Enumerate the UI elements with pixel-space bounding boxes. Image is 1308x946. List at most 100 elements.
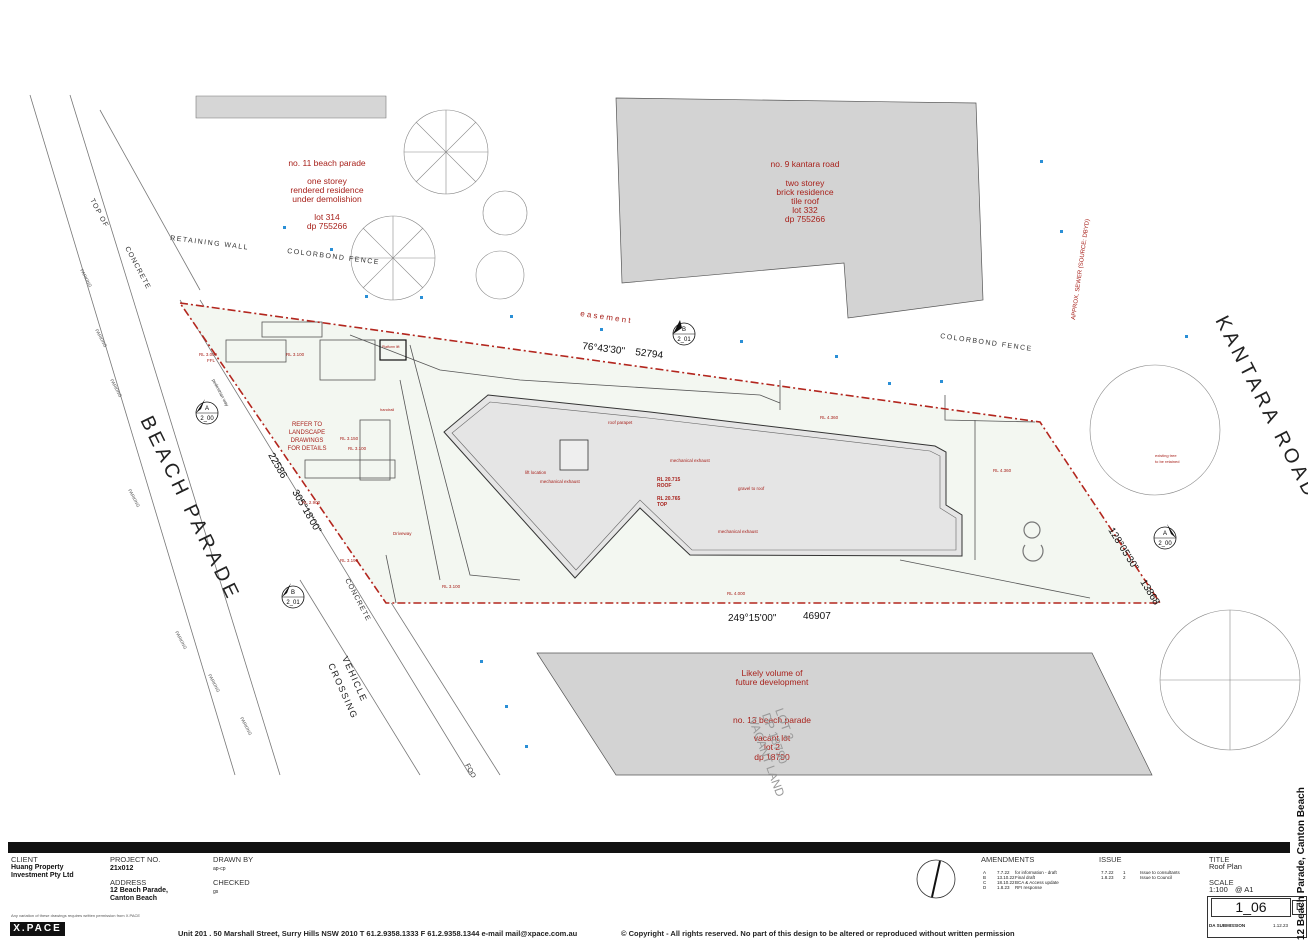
amendment-desc: RFI response — [1015, 885, 1043, 890]
east-lot-line-5: lot 332 — [792, 205, 818, 215]
section-marker-b-left[interactable]: B 2_01 — [281, 583, 305, 609]
handrail-label: handrail — [380, 407, 394, 412]
parking-4: PARKING — [127, 488, 141, 508]
issue-desc: Issue to consultants — [1140, 870, 1180, 875]
south-lot-line-6: dp 18790 — [754, 752, 790, 762]
parking-7: PARKING — [239, 716, 253, 736]
rl-d: RL 3.100 — [348, 446, 367, 451]
concrete-label-2: CONCRETE — [343, 578, 371, 623]
easement-label: e a s e m e n t — [580, 309, 632, 325]
client-value-1: Huang Property — [11, 864, 64, 871]
refer-landscape-4: FOR DETAILS — [288, 446, 327, 452]
south-lot-line-5: lot 2 — [764, 742, 780, 752]
rl-a: RL 3.000 — [199, 352, 218, 357]
amendment-date: 13.10.22 — [997, 875, 1015, 880]
foot-label: FOO — [463, 763, 477, 780]
project-no-label: PROJECT NO. — [110, 855, 161, 864]
amendment-desc: BCA & Access update — [1015, 880, 1059, 885]
site-paths — [225, 321, 1091, 604]
amendment-rev: C — [983, 880, 987, 885]
driveway-label: Driveway — [393, 531, 412, 536]
gravel-label: gravel to roof — [738, 486, 765, 491]
platform-lift-label: Platform lift — [382, 345, 400, 349]
north-lot-line-2: one storey — [307, 176, 347, 186]
vertical-project-title: 12 Beach Parade, Canton Beach — [1296, 787, 1307, 940]
amendment-date: 18.10.22 — [997, 880, 1015, 885]
client-value-2: Investment Pty Ltd — [11, 872, 74, 879]
section-b-left-sheet: 2_01 — [286, 600, 300, 606]
issue-no: 2 — [1123, 875, 1126, 880]
colorbond-fence-label-1: COLORBOND FENCE — [287, 248, 380, 266]
sheet-number: 1_06 — [1211, 898, 1291, 917]
rl-i: RL 4.360 — [820, 415, 839, 420]
roof-parapet-label: roof parapet — [608, 420, 633, 425]
north-length: 52794 — [635, 347, 664, 361]
accessible-symbol-icon — [1022, 521, 1044, 562]
south-future-volume — [536, 652, 1153, 776]
parking-5: PARKING — [174, 630, 188, 650]
status-date: 1.12.23 — [1273, 923, 1289, 928]
client-label: CLIENT — [11, 855, 38, 864]
top-label: TOP — [657, 502, 668, 508]
colorbond-fence-label-2: COLORBOND FENCE — [940, 333, 1033, 353]
paper-size: @ A1 — [1235, 885, 1254, 894]
north-arrow-icon — [916, 859, 956, 899]
parking-2: PARKING — [94, 328, 108, 348]
south-lot-line-3: no. 13 beach parade — [733, 715, 811, 725]
sheet-box — [1207, 896, 1307, 938]
copyright-note: © Copyright - All rights reserved. No pa… — [621, 929, 1015, 938]
issue-date: 7.7.22 — [1101, 870, 1114, 875]
drawn-by-label: DRAWN BY — [213, 855, 254, 864]
east-lot-line-1: no. 9 kantara road — [771, 159, 840, 169]
east-lot-line-2: two storey — [786, 178, 825, 188]
north-lot-line-6: dp 755266 — [307, 221, 347, 231]
rl-top: RL 20.765 — [657, 496, 680, 502]
section-b-left-letter: B — [291, 590, 295, 596]
rl-j: RL 4.360 — [993, 468, 1012, 473]
south-length: 46907 — [803, 611, 831, 622]
amendment-date: 1.8.23 — [997, 885, 1010, 890]
status-label: DA SUBMISSION — [1209, 923, 1246, 928]
amendment-date: 7.7.22 — [997, 870, 1010, 875]
east-lot-line-4: tile roof — [791, 196, 820, 206]
title-block-bar — [8, 842, 1290, 853]
mech-exhaust-label-3: mechanical exhaust — [718, 529, 759, 534]
section-marker-b-top[interactable]: B 2_01 — [672, 320, 696, 346]
south-lot-line-4: vacant lot — [754, 733, 791, 743]
rl-h: RL 4.000 — [727, 591, 746, 596]
site-roof-plan: no. 11 beach parade one storey rendered … — [29, 94, 1308, 799]
parking-3: PARKING — [109, 378, 123, 398]
amendment-rev: B — [983, 875, 987, 880]
north-lot-line-1: no. 11 beach parade — [288, 158, 366, 168]
ffl-a: FFL — [207, 358, 215, 363]
south-bearing: 249°15'00" — [728, 613, 777, 624]
east-lot-line-6: dp 755266 — [785, 214, 825, 224]
section-marker-a-right[interactable]: A 2_00 — [1153, 524, 1177, 550]
issue-no: 1 — [1123, 870, 1126, 875]
existing-tree-1: existing tree — [1155, 453, 1177, 458]
address-value-1: 12 Beach Parade, — [110, 887, 168, 894]
section-b-top-letter: B — [682, 327, 686, 333]
parking-1: PARKING — [79, 268, 93, 288]
title-block: CLIENT Huang Property Investment Pty Ltd… — [0, 842, 1308, 946]
pedestrian-way-label: pedestrian way — [211, 378, 230, 408]
refer-landscape-3: DRAWINGS — [291, 438, 324, 444]
refer-landscape-1: REFER TO — [292, 422, 322, 428]
issue-date: 1.8.23 — [1101, 875, 1114, 880]
sewer-label: APPROX. SEWER (SOURCE: DBYD) — [1071, 219, 1091, 321]
east-neighbour-building — [615, 97, 984, 319]
section-b-top-sheet: 2_01 — [677, 337, 691, 343]
south-lot-line-2: future development — [736, 677, 809, 687]
north-bearing: 76°43'30" — [582, 341, 626, 357]
address-label: ADDRESS — [110, 878, 147, 887]
section-marker-a-left[interactable]: A 2_00 — [195, 399, 219, 425]
north-lot-line-5: lot 314 — [314, 212, 340, 222]
amendment-desc: for information - draft — [1015, 870, 1057, 875]
issue-desc: Issue to Council — [1140, 875, 1173, 880]
rl-c: RL 3.150 — [340, 436, 359, 441]
roof-label: ROOF — [657, 483, 671, 489]
section-a-right-letter: A — [1163, 531, 1167, 537]
rl-f: RL 2.900 — [302, 500, 321, 505]
title-value: Roof Plan — [1209, 862, 1242, 871]
rl-e: RL 3.190 — [340, 558, 359, 563]
